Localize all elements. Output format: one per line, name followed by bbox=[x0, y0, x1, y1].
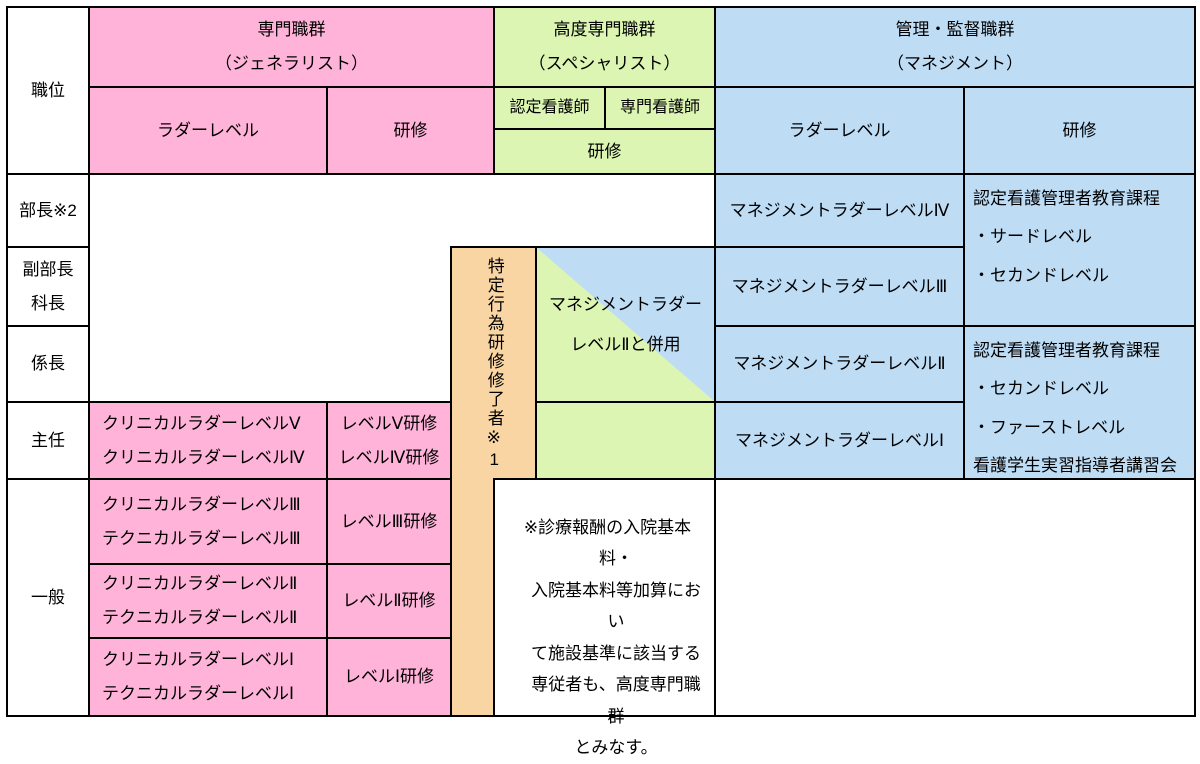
row-label-section-chief: 係長 bbox=[6, 325, 90, 403]
training-level-3: レベルⅢ研修 bbox=[326, 478, 452, 565]
specialist-training-header: 研修 bbox=[493, 128, 716, 175]
position-column-header: 職位 bbox=[6, 6, 90, 175]
management-training-lower: 認定看護管理者教育課程 ・セカンドレベル ・ファーストレベル 看護学生実習指導者… bbox=[963, 325, 1196, 480]
management-ladder-header: ラダーレベル bbox=[714, 86, 965, 175]
dual-use-cell: マネジメントラダー レベルⅡと併用 bbox=[535, 246, 716, 403]
specialist-empty-cell bbox=[535, 401, 716, 480]
management-training-header: 研修 bbox=[963, 86, 1196, 175]
row-label-general-staff: 一般 bbox=[6, 478, 90, 717]
management-ladder-level-2: マネジメントラダーレベルⅡ bbox=[714, 325, 965, 403]
row-label-director: 部長※2 bbox=[6, 173, 90, 248]
management-ladder-level-1: マネジメントラダーレベルⅠ bbox=[714, 401, 965, 480]
row-label-chief-nurse: 主任 bbox=[6, 401, 90, 480]
clinical-ladder-level-5-4: クリニカルラダーレベルⅤ クリニカルラダーレベルⅣ bbox=[88, 401, 328, 480]
clinical-ladder-level-3: クリニカルラダーレベルⅢ テクニカルラダーレベルⅢ bbox=[88, 478, 328, 565]
certified-practitioner-label: 特定行為研修修了者※1 bbox=[484, 257, 504, 471]
generalist-group-header: 専門職群 （ジェネラリスト） bbox=[88, 6, 495, 88]
clinical-ladder-level-1: クリニカルラダーレベルⅠ テクニカルラダーレベルⅠ bbox=[88, 637, 328, 717]
training-level-1: レベルⅠ研修 bbox=[326, 637, 452, 717]
specialist-group-header: 高度専門職群 （スペシャリスト） bbox=[493, 6, 716, 88]
generalist-ladder-header: ラダーレベル bbox=[88, 86, 328, 175]
management-training-upper: 認定看護管理者教育課程 ・サードレベル ・セカンドレベル bbox=[963, 173, 1196, 327]
management-group-header: 管理・監督職群 （マネジメント） bbox=[714, 6, 1196, 88]
clinical-ladder-level-2: クリニカルラダーレベルⅡ テクニカルラダーレベルⅡ bbox=[88, 563, 328, 639]
dual-use-label: マネジメントラダー レベルⅡと併用 bbox=[549, 295, 702, 354]
training-level-2: レベルⅡ研修 bbox=[326, 563, 452, 639]
specialist-nurse-header: 専門看護師 bbox=[604, 86, 716, 130]
certified-practitioner-cell-lower bbox=[450, 478, 495, 717]
footnote-cell: ※診療報酬の入院基本料・ 入院基本料等加算におい て施設基準に該当する 専従者も… bbox=[493, 478, 716, 757]
generalist-training-header: 研修 bbox=[326, 86, 495, 175]
management-ladder-level-3: マネジメントラダーレベルⅢ bbox=[714, 246, 965, 327]
certified-practitioner-cell: 特定行為研修修了者※1 bbox=[450, 246, 537, 480]
row-label-deputy-director: 副部長 科長 bbox=[6, 246, 90, 327]
certified-nurse-header: 認定看護師 bbox=[493, 86, 606, 130]
management-ladder-level-4: マネジメントラダーレベルⅣ bbox=[714, 173, 965, 248]
training-level-5-4: レベルⅤ研修 レベルⅣ研修 bbox=[326, 401, 452, 480]
